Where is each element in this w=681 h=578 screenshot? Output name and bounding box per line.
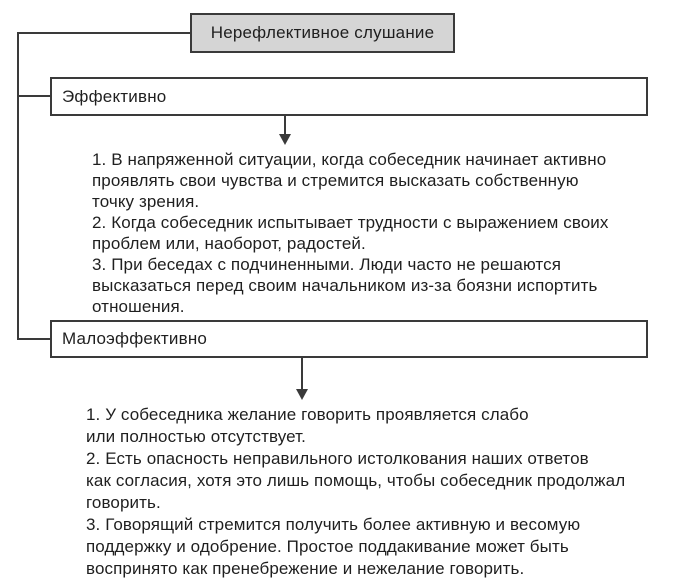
down-arrow-head xyxy=(279,134,291,145)
down-arrow-stem xyxy=(301,358,303,390)
node-effective: Эффективно xyxy=(50,77,648,116)
down-arrow-head xyxy=(296,389,308,400)
node-ineffective: Малоэффективно xyxy=(50,320,648,358)
node-nonreflective-listening: Нерефлективное слушание xyxy=(190,13,455,53)
connector-left-rail xyxy=(17,32,19,340)
connector-ineffective-line xyxy=(17,338,52,340)
node-ineffective-label: Малоэффективно xyxy=(62,329,208,348)
effective-situations-text: 1. В напряженной ситуации, когда собесед… xyxy=(92,150,609,316)
node-effective-label: Эффективно xyxy=(62,86,167,106)
connector-title-line xyxy=(17,32,192,34)
down-arrow-stem xyxy=(284,116,286,136)
ineffective-situations-text: 1. У собеседника желание говорить проявл… xyxy=(86,405,626,578)
connector-effective-line xyxy=(17,95,52,97)
node-title-label: Нерефлективное слушание xyxy=(210,23,435,42)
